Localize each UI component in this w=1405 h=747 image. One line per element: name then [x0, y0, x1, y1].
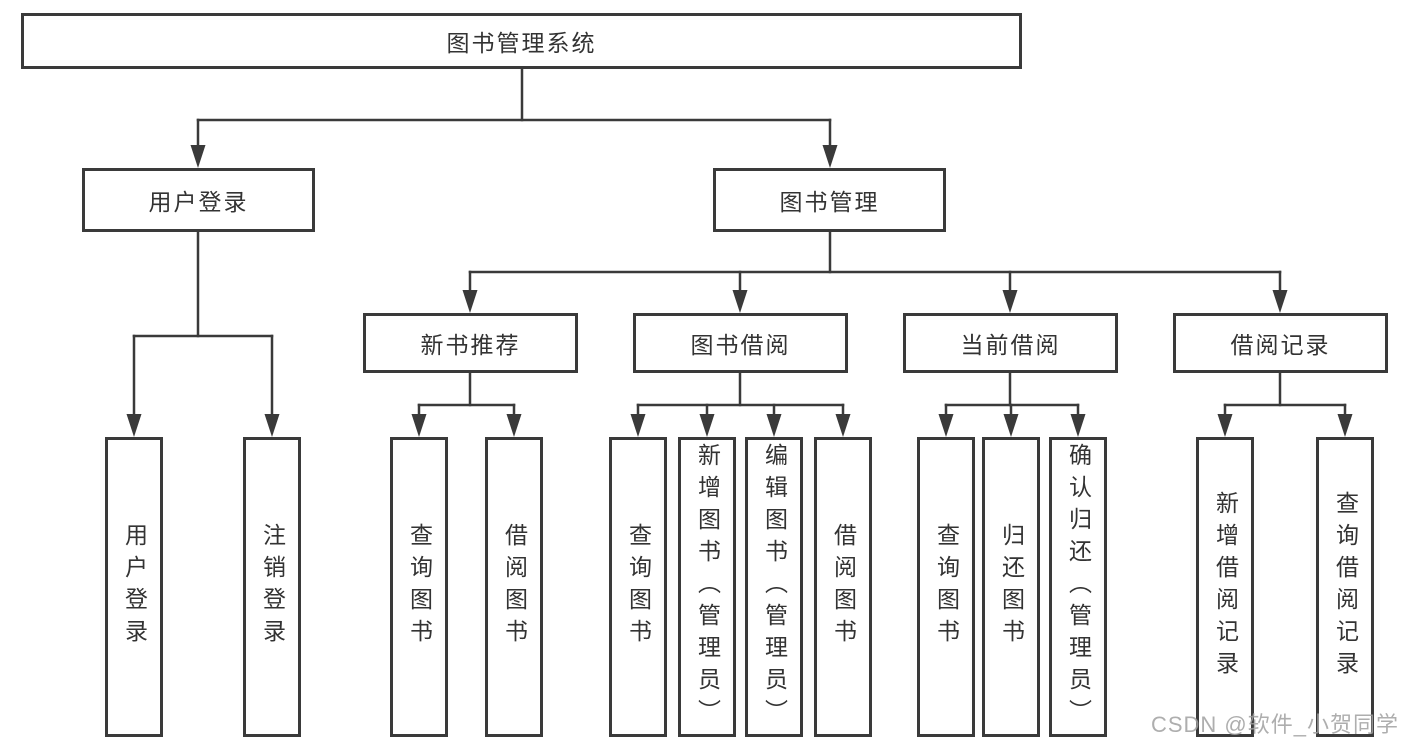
leaf-query-books-borrowing-label: 查询图书 — [625, 523, 652, 651]
leaf-query-books-recommend: 查询图书 — [390, 437, 448, 737]
leaf-user-login-label: 用户登录 — [121, 523, 148, 651]
node-borrowing-records-label: 借阅记录 — [1230, 332, 1331, 358]
node-book-borrowing-label: 图书借阅 — [690, 332, 791, 358]
leaf-borrow-books-recommend: 借阅图书 — [485, 437, 543, 737]
node-user-login: 用户登录 — [82, 168, 315, 232]
node-book-management-label: 图书管理 — [779, 189, 880, 215]
node-book-borrowing: 图书借阅 — [633, 313, 848, 373]
leaf-confirm-return-admin: 确认归还（管理员） — [1049, 437, 1107, 737]
leaf-add-books-admin: 新增图书（管理员） — [678, 437, 736, 737]
node-new-book-recommend-label: 新书推荐 — [420, 332, 521, 358]
leaf-query-borrow-record: 查询借阅记录 — [1316, 437, 1374, 737]
leaf-query-borrow-record-label: 查询借阅记录 — [1332, 491, 1359, 683]
node-new-book-recommend: 新书推荐 — [363, 313, 578, 373]
csdn-watermark: CSDN @软件_小贺同学 — [1150, 712, 1399, 737]
leaf-query-books-current-label: 查询图书 — [933, 523, 960, 651]
leaf-logout: 注销登录 — [243, 437, 301, 737]
leaf-return-books-label: 归还图书 — [998, 523, 1025, 651]
leaf-query-books-current: 查询图书 — [917, 437, 975, 737]
leaf-user-login: 用户登录 — [105, 437, 163, 737]
leaf-edit-books-admin-label: 编辑图书（管理员） — [761, 443, 788, 731]
leaf-borrow-books-borrowing: 借阅图书 — [814, 437, 872, 737]
leaf-add-books-admin-label: 新增图书（管理员） — [694, 443, 721, 731]
leaf-borrow-books-recommend-label: 借阅图书 — [501, 523, 528, 651]
node-user-login-label: 用户登录 — [148, 189, 249, 215]
node-borrowing-records: 借阅记录 — [1173, 313, 1388, 373]
leaf-add-borrow-record-label: 新增借阅记录 — [1212, 491, 1239, 683]
leaf-query-books-recommend-label: 查询图书 — [406, 523, 433, 651]
node-book-management: 图书管理 — [713, 168, 946, 232]
node-current-borrowing-label: 当前借阅 — [960, 332, 1061, 358]
leaf-confirm-return-admin-label: 确认归还（管理员） — [1065, 443, 1092, 731]
node-current-borrowing: 当前借阅 — [903, 313, 1118, 373]
leaf-edit-books-admin: 编辑图书（管理员） — [745, 437, 803, 737]
node-root: 图书管理系统 — [21, 13, 1022, 69]
leaf-add-borrow-record: 新增借阅记录 — [1196, 437, 1254, 737]
leaf-logout-label: 注销登录 — [259, 523, 286, 651]
node-root-label: 图书管理系统 — [446, 30, 597, 56]
leaf-query-books-borrowing: 查询图书 — [609, 437, 667, 737]
leaf-return-books: 归还图书 — [982, 437, 1040, 737]
leaf-borrow-books-borrowing-label: 借阅图书 — [830, 523, 857, 651]
